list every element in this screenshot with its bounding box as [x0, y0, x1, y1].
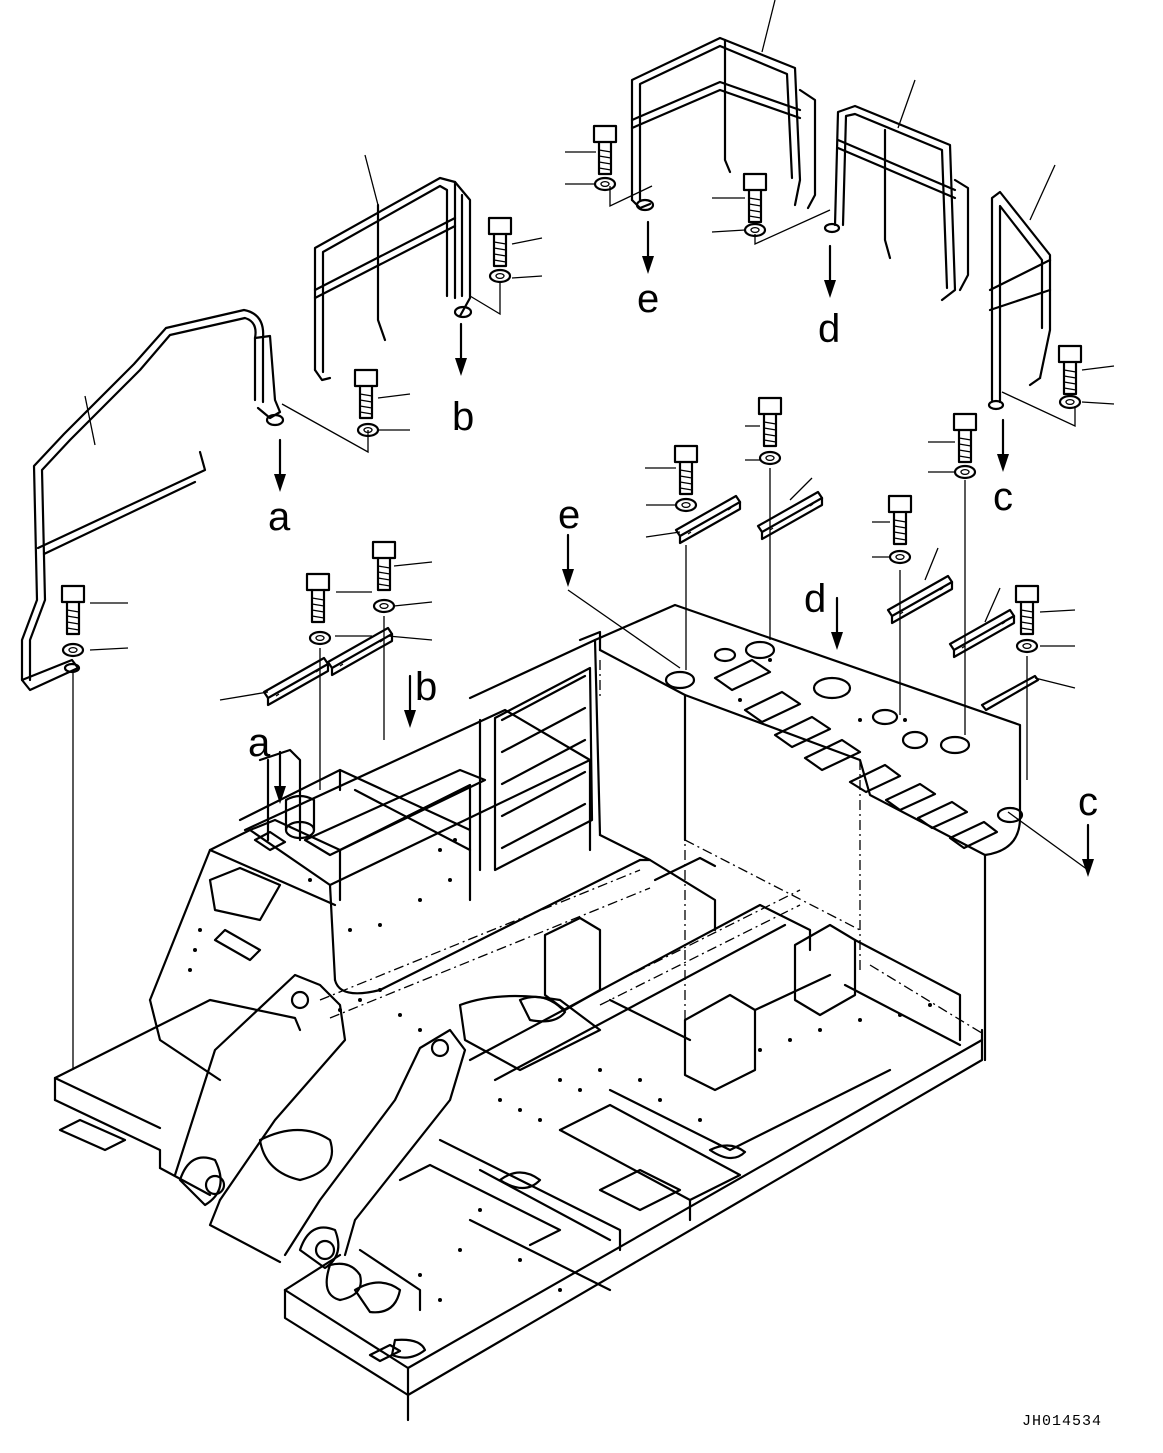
handrail-a [20, 308, 285, 692]
mounting-plates [262, 490, 1040, 712]
handrail-b [313, 176, 473, 382]
label-c-lower: c [1078, 780, 1098, 824]
label-a-lower: a [248, 721, 271, 765]
label-a-upper: a [268, 495, 291, 539]
frame-body [53, 603, 1024, 1422]
label-e-lower: e [558, 493, 580, 537]
label-b-upper: b [452, 395, 474, 439]
label-c-upper: c [993, 475, 1013, 519]
assembly-lines [72, 468, 1089, 1070]
label-d-lower: d [804, 577, 826, 621]
handrail-c [987, 190, 1052, 411]
label-d-upper: d [818, 307, 840, 351]
drawing-code: JH014534 [1022, 1413, 1102, 1430]
rivet-dots [188, 658, 932, 1302]
label-b-lower: b [415, 665, 437, 709]
callout-labels: a b e d c e d a b c [248, 277, 1098, 824]
leader-lines [84, 0, 1115, 701]
handrail-e [630, 36, 817, 212]
label-e-upper: e [637, 277, 659, 321]
handrail-d [823, 104, 970, 302]
